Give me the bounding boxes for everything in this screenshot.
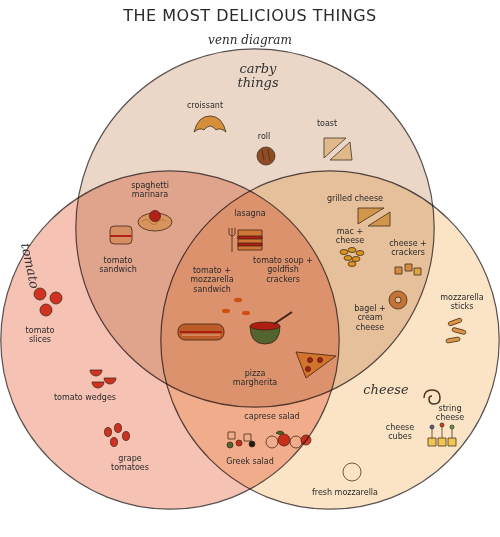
food-label: grilled cheese	[324, 194, 386, 204]
food-label: tomato sandwich	[93, 256, 143, 275]
food-label: mac + cheese	[325, 227, 375, 246]
food-label: spaghetti marinara	[123, 181, 178, 200]
diagram-title: THE MOST DELICIOUS THINGS	[0, 6, 500, 25]
set-heading: cheese	[356, 383, 416, 397]
food-label: pizza margherita	[228, 369, 283, 388]
food-label: lasagna	[228, 209, 273, 219]
food-label: caprese salad	[242, 412, 302, 422]
subtitle: venn diagram	[180, 33, 320, 47]
food-label: tomato + mozzarella sandwich	[182, 266, 242, 295]
food-label: cheese + crackers	[387, 239, 429, 258]
food-label: tomato slices	[18, 326, 63, 345]
food-label: fresh mozzarella	[305, 488, 385, 498]
food-label: mozzarella sticks	[437, 293, 487, 312]
food-label: tomato soup + goldfish crackers	[252, 256, 314, 285]
food-label: bagel + cream cheese	[348, 304, 392, 333]
food-label: croissant	[175, 101, 235, 111]
cheese-circle: cheese	[160, 170, 500, 510]
food-label: Greek salad	[225, 457, 275, 467]
food-label: toast	[307, 119, 347, 129]
venn-circle	[161, 171, 499, 509]
food-label: tomato wedges	[50, 393, 120, 403]
food-label: cheese cubes	[380, 423, 420, 442]
set-heading: carby things	[236, 62, 280, 89]
circle-outline	[160, 170, 500, 510]
food-label: grape tomatoes	[108, 454, 153, 473]
food-label: roll	[249, 132, 279, 142]
food-label: string cheese	[430, 404, 470, 423]
